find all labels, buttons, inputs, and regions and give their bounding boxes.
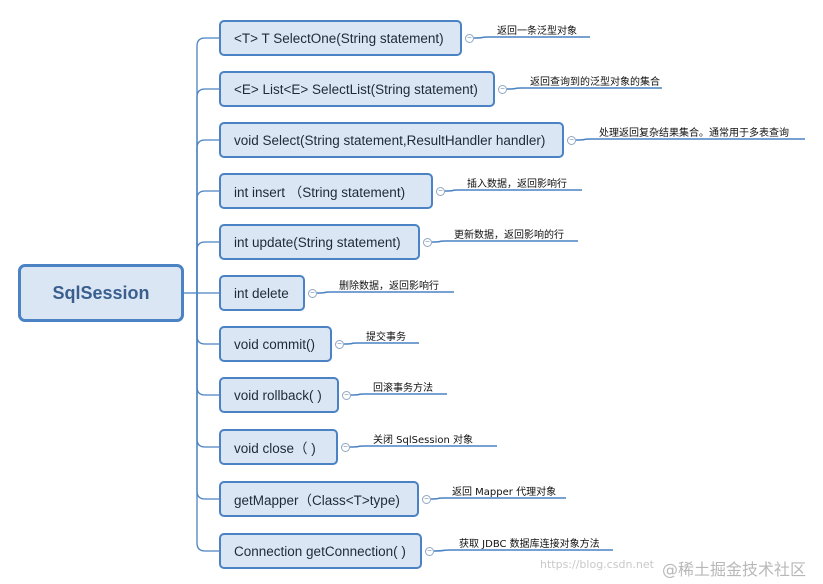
method-label: getMapper（Class<T>type): [234, 493, 400, 508]
method-note: 返回一条泛型对象: [497, 26, 577, 37]
method-label: void rollback( ): [234, 387, 322, 403]
collapse-toggle-icon[interactable]: −: [335, 339, 344, 349]
method-label: int delete: [234, 285, 289, 301]
method-node-rollback[interactable]: void rollback( ): [219, 377, 339, 413]
branch-connector: [196, 37, 219, 293]
method-note: 插入数据，返回影响行: [467, 179, 567, 190]
method-node-delete[interactable]: int delete: [219, 275, 305, 311]
root-node[interactable]: SqlSession: [18, 264, 184, 322]
method-label: <T> T SelectOne(String statement): [234, 30, 444, 46]
method-node-commit[interactable]: void commit(): [219, 326, 332, 362]
note-underline: [430, 497, 566, 500]
note-underline: [506, 87, 662, 90]
collapse-toggle-icon[interactable]: −: [341, 442, 350, 452]
branch-connector: [196, 88, 219, 293]
branch-connector: [196, 293, 219, 552]
note-underline: [444, 189, 582, 192]
collapse-toggle-icon[interactable]: −: [342, 390, 351, 400]
collapse-toggle-icon[interactable]: −: [436, 186, 445, 196]
branch-connector: [196, 241, 219, 293]
method-node-getmapper[interactable]: getMapper（Class<T>type): [219, 481, 419, 517]
method-note: 删除数据，返回影响行: [339, 281, 439, 292]
method-node-getconnection[interactable]: Connection getConnection( ): [219, 533, 422, 569]
method-node-update[interactable]: int update(String statement): [219, 224, 420, 260]
method-note: 关闭 SqlSession 对象: [373, 435, 473, 446]
note-underline: [575, 138, 805, 141]
note-underline: [343, 342, 419, 345]
collapse-toggle-icon[interactable]: −: [308, 288, 317, 298]
method-note: 提交事务: [366, 332, 406, 343]
note-underline: [473, 36, 590, 39]
branch-connector: [196, 139, 219, 293]
watermark-url: https://blog.csdn.net: [540, 558, 654, 571]
root-label: SqlSession: [52, 282, 150, 303]
note-underline: [316, 291, 454, 294]
method-node-insert[interactable]: int insert （String statement): [219, 173, 433, 209]
note-underline: [349, 445, 497, 448]
method-node-selectlist[interactable]: <E> List<E> SelectList(String statement): [219, 71, 495, 107]
branch-connector: [196, 293, 219, 500]
method-label: void commit(): [234, 336, 316, 352]
method-label: int insert （String statement): [234, 185, 406, 200]
method-note: 处理返回复杂结果集合。通常用于多表查询: [599, 128, 789, 139]
method-note: 回滚事务方法: [373, 383, 433, 394]
method-label: void Select(String statement,ResultHandl…: [234, 132, 546, 148]
collapse-toggle-icon[interactable]: −: [567, 135, 576, 145]
method-note: 返回 Mapper 代理对象: [452, 487, 557, 498]
note-underline: [433, 549, 613, 552]
branch-connector: [196, 293, 219, 448]
watermark-brand: @稀土掘金技术社区: [662, 560, 807, 579]
branch-connector: [196, 190, 219, 293]
collapse-toggle-icon[interactable]: −: [465, 33, 474, 43]
collapse-toggle-icon[interactable]: −: [425, 546, 434, 556]
method-node-select[interactable]: void Select(String statement,ResultHandl…: [219, 122, 564, 158]
method-note: 更新数据，返回影响的行: [454, 230, 564, 241]
branch-connector: [196, 293, 219, 345]
collapse-toggle-icon[interactable]: −: [423, 237, 432, 247]
collapse-toggle-icon[interactable]: −: [498, 84, 507, 94]
note-underline: [350, 393, 447, 396]
method-label: Connection getConnection( ): [234, 543, 406, 559]
method-label: int update(String statement): [234, 234, 401, 250]
method-node-selectone[interactable]: <T> T SelectOne(String statement): [219, 20, 462, 56]
method-node-close[interactable]: void close（ ): [219, 429, 338, 465]
method-label: void close（ ): [234, 441, 316, 456]
method-label: <E> List<E> SelectList(String statement): [234, 81, 478, 97]
collapse-toggle-icon[interactable]: −: [422, 494, 431, 504]
method-note: 获取 JDBC 数据库连接对象方法: [459, 539, 600, 550]
note-underline: [431, 240, 578, 243]
method-note: 返回查询到的泛型对象的集合: [530, 77, 660, 88]
